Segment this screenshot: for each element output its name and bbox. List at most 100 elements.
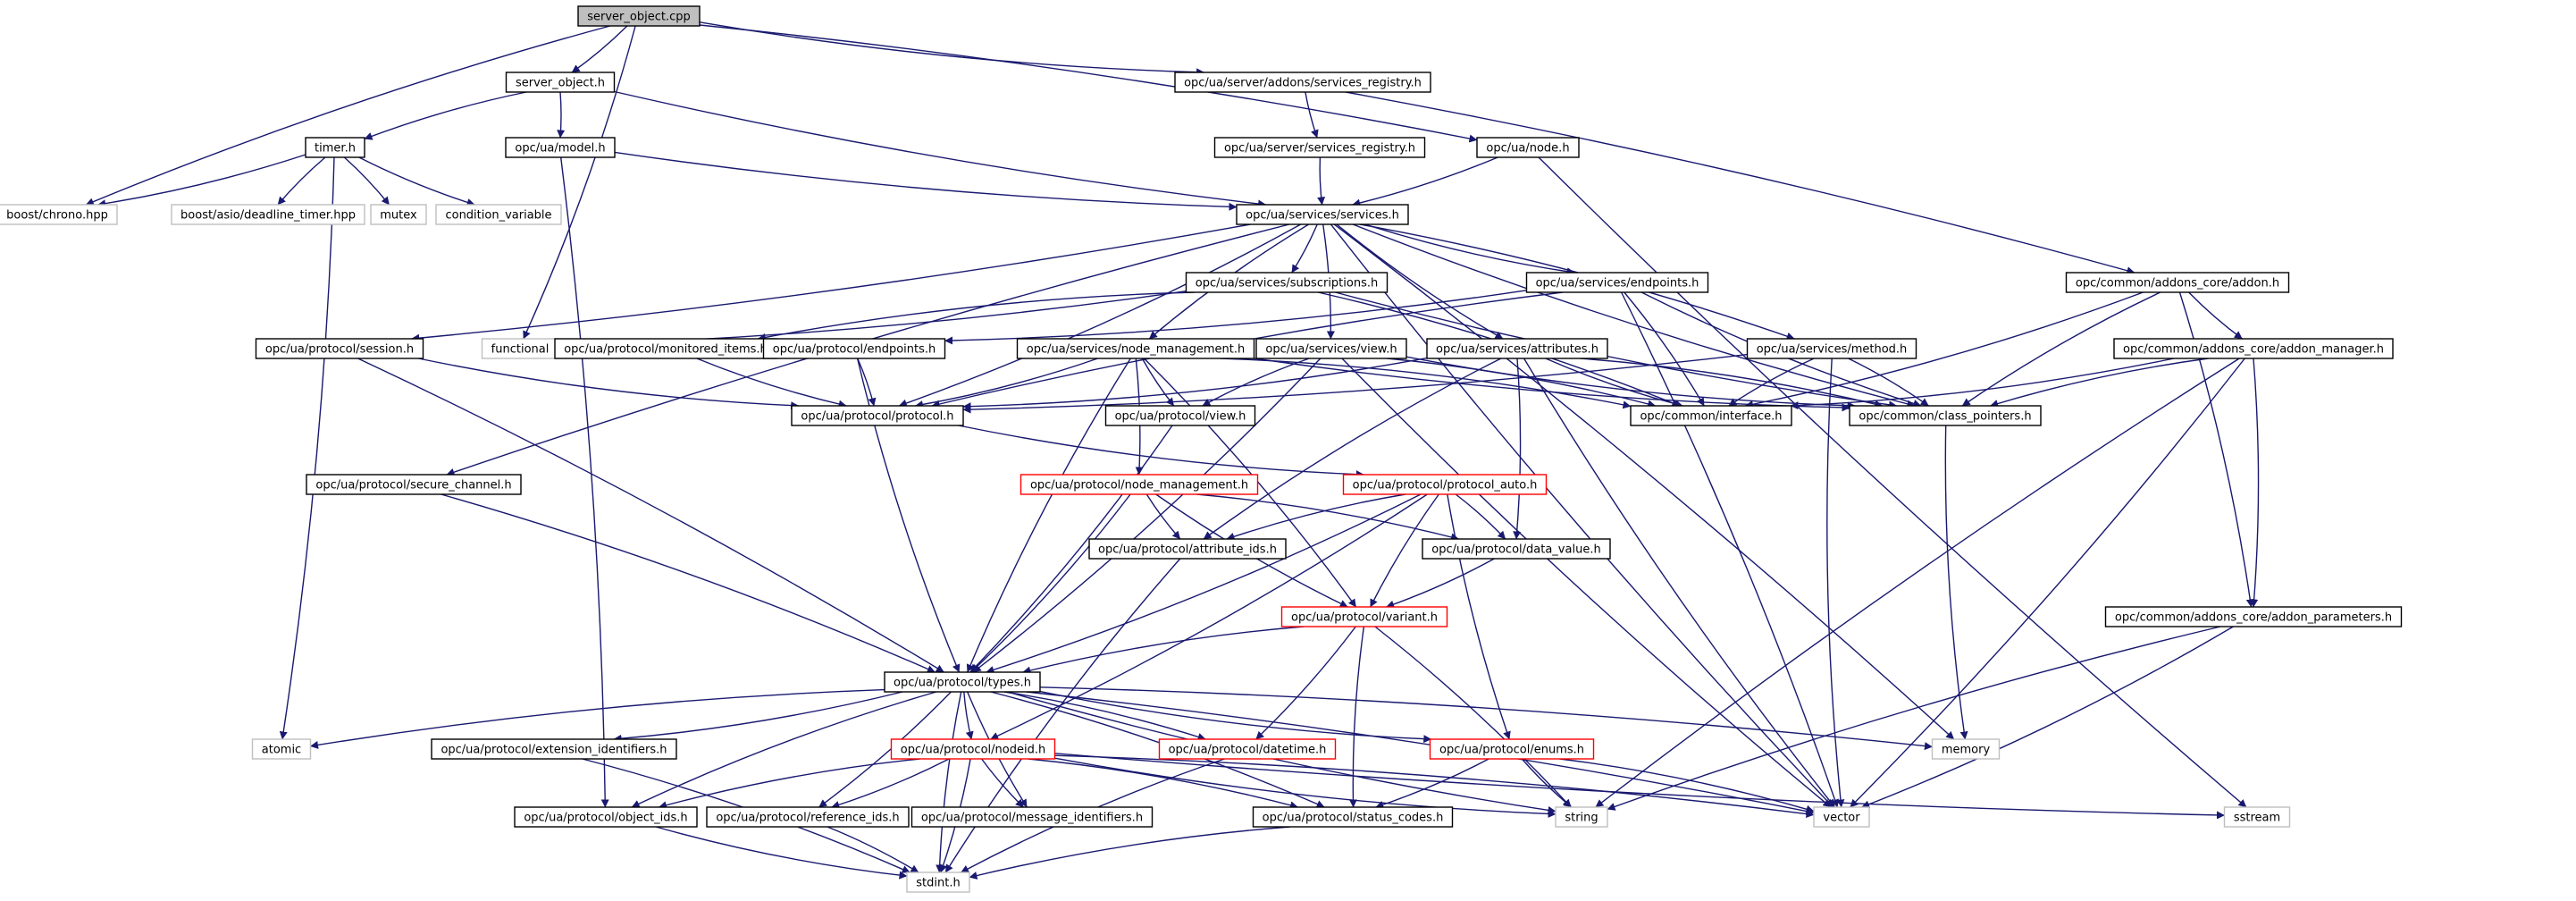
node-class_pointers[interactable]: opc/common/class_pointers.h [1849,405,2042,426]
node-box [1555,806,1608,828]
node-monitored_items[interactable]: opc/ua/protocol/monitored_items.h [554,338,777,359]
edge-server_object_cpp-to-functional [523,25,636,340]
node-box [514,806,698,828]
node-label: opc/ua/services/subscriptions.h [1196,277,1378,291]
node-box [1185,272,1389,293]
node-box [1476,137,1580,158]
node-server_object_cpp[interactable]: server_object.cpp [577,5,701,27]
edge-protocol_auto-to-attribute_ids [1226,493,1406,541]
node-addon_h[interactable]: opc/common/addons_core/addon.h [2065,272,2290,293]
node-label: opc/ua/protocol/object_ids.h [524,812,687,825]
node-condition_variable[interactable]: condition_variable [435,204,562,225]
node-box [370,204,427,225]
node-node_management_svc[interactable]: opc/ua/services/node_management.h [1016,338,1255,359]
node-protocol_h[interactable]: opc/ua/protocol/protocol.h [791,405,964,426]
node-method_svc[interactable]: opc/ua/services/method.h [1746,338,1917,359]
node-reference_ids[interactable]: opc/ua/protocol/reference_ids.h [706,806,910,828]
node-node_management_proto[interactable]: opc/ua/protocol/node_management.h [1019,474,1259,495]
node-mutex[interactable]: mutex [370,204,427,225]
node-box [2223,806,2291,828]
node-label: opc/common/addons_core/addon_manager.h [2123,343,2384,357]
node-attribute_ids[interactable]: opc/ua/protocol/attribute_ids.h [1088,538,1287,560]
edge-variant_h-to-status_codes [1348,626,1365,808]
edge-monitored_items-to-protocol_h [696,358,847,408]
edge-protocol_auto-to-enums_h [1447,493,1511,740]
node-box [884,671,1041,693]
node-nodeid_h[interactable]: opc/ua/protocol/nodeid.h [890,738,1056,760]
edge-addon_manager-to-addon_parameters [2250,358,2260,608]
node-atomic[interactable]: atomic [251,738,312,760]
edge-node_h-to-sstream [1538,156,2247,808]
edge-types_h-to-enums_h [1039,690,1432,744]
node-label: opc/ua/protocol/extension_identifiers.h [441,744,667,757]
node-boost_chrono[interactable]: boost/chrono.hpp [0,204,118,225]
node-label: opc/ua/services/node_management.h [1027,343,1245,357]
node-box [505,72,616,93]
node-node_h[interactable]: opc/ua/node.h [1476,137,1580,158]
node-box [2065,272,2290,293]
node-message_identifiers[interactable]: opc/ua/protocol/message_identifiers.h [910,806,1154,828]
node-services_registry_h[interactable]: opc/ua/server/services_registry.h [1213,137,1426,158]
node-addon_manager[interactable]: opc/common/addons_core/addon_manager.h [2113,338,2394,359]
node-endpoints_svc[interactable]: opc/ua/services/endpoints.h [1525,272,1709,293]
edge-services_h-to-vector [1330,223,1834,808]
node-view_proto[interactable]: opc/ua/protocol/view.h [1104,405,1256,426]
node-box [1213,137,1426,158]
node-datetime_h[interactable]: opc/ua/protocol/datetime.h [1158,738,1337,760]
edge-session_h-to-types_h [357,358,944,673]
node-label: functional [491,343,550,357]
node-deadline_timer[interactable]: boost/asio/deadline_timer.hpp [171,204,365,225]
node-variant_h[interactable]: opc/ua/protocol/variant.h [1280,606,1448,627]
node-object_ids[interactable]: opc/ua/protocol/object_ids.h [514,806,698,828]
edge-types_h-to-object_ids [631,691,937,808]
node-label: opc/ua/protocol/datetime.h [1169,744,1327,757]
node-services_registry_addons[interactable]: opc/ua/server/addons/services_registry.h [1174,72,1431,93]
node-functional[interactable]: functional [481,338,559,359]
edge-services_h-to-endpoints_svc [1364,223,1575,276]
node-attributes_svc[interactable]: opc/ua/services/attributes.h [1426,338,1608,359]
node-protocol_auto[interactable]: opc/ua/protocol/protocol_auto.h [1342,474,1548,495]
edge-services_h-to-subscriptions_h [1291,223,1318,274]
node-string[interactable]: string [1555,806,1608,828]
edge-types_h-to-string [1007,691,1557,814]
node-extension_identifiers[interactable]: opc/ua/protocol/extension_identifiers.h [431,738,677,760]
node-box [1429,738,1595,760]
node-label: opc/ua/protocol/protocol.h [801,410,953,424]
node-box [305,137,365,158]
edge-server_object_cpp-to-server_object_h [571,25,628,73]
node-types_h[interactable]: opc/ua/protocol/types.h [884,671,1041,693]
node-view_svc[interactable]: opc/ua/services/view.h [1255,338,1407,359]
node-box [577,5,701,27]
edge-protocol_h-to-protocol_auto [958,425,1364,479]
node-secure_channel[interactable]: opc/ua/protocol/secure_channel.h [306,474,522,495]
node-stdint[interactable]: stdint.h [906,872,970,893]
edge-addon_parameters-to-string [1607,626,2221,811]
node-services_h[interactable]: opc/ua/services/services.h [1236,204,1409,225]
node-data_value[interactable]: opc/ua/protocol/data_value.h [1422,538,1611,560]
node-model_h[interactable]: opc/ua/model.h [505,137,616,158]
node-subscriptions_h[interactable]: opc/ua/services/subscriptions.h [1185,272,1389,293]
node-box [435,204,562,225]
edge-types_h-to-extension_identifiers [613,691,903,743]
edge-protocol_auto-to-data_value [1455,493,1506,540]
node-box [505,137,616,158]
edge-endpoints_proto-to-protocol_h [857,358,877,407]
node-interface_h[interactable]: opc/common/interface.h [1630,405,1792,426]
node-box [255,338,424,359]
edge-endpoints_svc-to-endpoints_proto [944,290,1527,345]
node-sstream[interactable]: sstream [2223,806,2291,828]
edge-nodeid_h-to-string [1054,757,1557,818]
node-status_codes[interactable]: opc/ua/protocol/status_codes.h [1252,806,1454,828]
node-enums_h[interactable]: opc/ua/protocol/enums.h [1429,738,1595,760]
edge-addon_manager-to-vector [1850,358,2245,808]
node-memory[interactable]: memory [1931,738,2001,760]
node-box [1746,338,1917,359]
node-vector[interactable]: vector [1813,806,1870,828]
node-addon_parameters[interactable]: opc/common/addons_core/addon_parameters.… [2104,606,2403,627]
node-server_object_h[interactable]: server_object.h [505,72,616,93]
node-session_h[interactable]: opc/ua/protocol/session.h [255,338,424,359]
node-endpoints_proto[interactable]: opc/ua/protocol/endpoints.h [762,338,946,359]
node-label: vector [1823,812,1860,825]
node-timer_h[interactable]: timer.h [305,137,365,158]
node-label: opc/common/class_pointers.h [1859,410,2031,424]
